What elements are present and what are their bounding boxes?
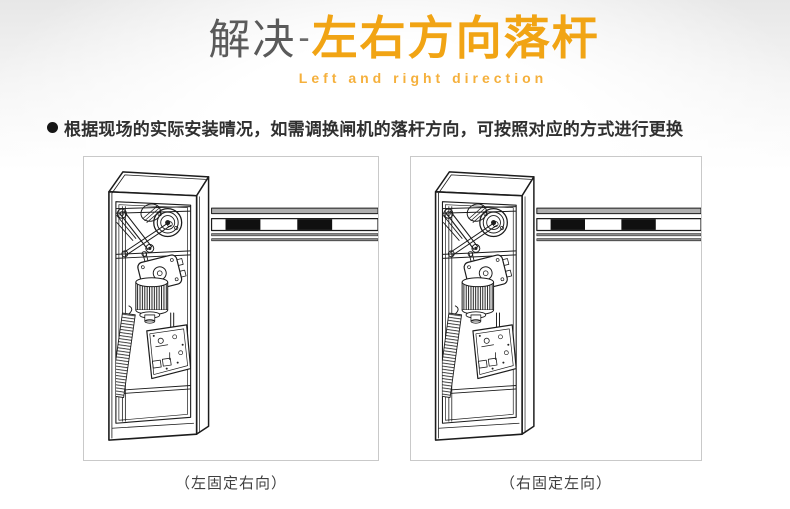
title-prefix: 解决 (208, 16, 297, 63)
barrier-gate-diagram (411, 157, 701, 460)
figure-caption-right: （右固定左向） (499, 475, 612, 492)
barrier-gate-diagram (84, 157, 378, 460)
bullet-icon (47, 122, 58, 133)
figure-frame-right (410, 156, 702, 461)
title-separator: - (298, 19, 310, 57)
figure-frame-left (83, 156, 379, 461)
page-title: 解决-左右方向落杆 (9, 12, 790, 76)
title-main: 左右方向落杆 (311, 12, 600, 64)
instruction-note: 根据现场的实际安装晴况，如需调换闸机的落杆方向，可按照对应的方式进行更换 (47, 115, 683, 140)
note-text: 根据现场的实际安装晴况，如需调换闸机的落杆方向，可按照对应的方式进行更换 (64, 120, 684, 139)
page-subtitle: Left and right direction (298, 70, 548, 86)
figure-caption-left: （左固定右向） (174, 475, 287, 492)
